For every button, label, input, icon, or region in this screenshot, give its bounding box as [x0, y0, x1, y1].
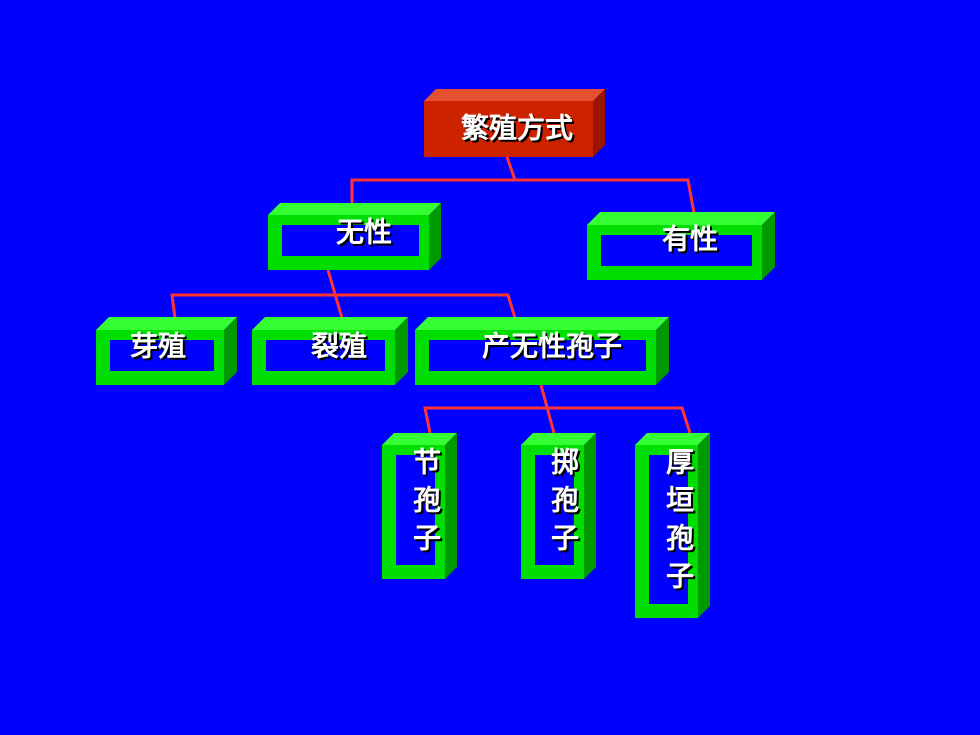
node-frame-inner — [601, 235, 752, 266]
node-frame-top — [252, 317, 408, 330]
node-label-char-shadow: 掷 — [553, 448, 581, 481]
node-label-char: 孢 — [413, 484, 441, 517]
node-frame-side — [445, 433, 457, 579]
node-label-char-shadow: 节 — [415, 448, 443, 481]
node-label-char: 子 — [551, 522, 579, 555]
node-root-top — [424, 89, 605, 101]
connector-root-to-children — [350, 178, 696, 214]
node-frame-inner — [266, 340, 385, 371]
node-label-char: 孢 — [551, 484, 579, 517]
node-label-shadow: 裂殖 — [313, 332, 369, 365]
node-frame-side — [656, 317, 669, 385]
node-frame-inner — [282, 225, 419, 256]
node-label-char: 子 — [666, 560, 694, 593]
node-root-label: 繁殖方式 — [461, 112, 573, 145]
node-frame-side — [762, 212, 775, 280]
node-frame-inner — [396, 455, 435, 565]
node-frame-side — [429, 203, 441, 270]
node-frame-top — [382, 433, 457, 445]
node-frame-side — [395, 317, 408, 385]
node-label: 裂殖 — [311, 330, 367, 363]
node-label-char: 厚 — [666, 446, 694, 479]
node-frame-top — [587, 212, 775, 225]
node-label: 无性 — [336, 216, 392, 249]
node-label-char: 掷 — [551, 446, 579, 479]
node-label-char-shadow: 子 — [415, 524, 443, 557]
node-label-char-shadow: 垣 — [668, 486, 696, 519]
node-root: 繁殖方式 繁殖方式 — [424, 89, 605, 157]
node-label: 芽殖 — [130, 330, 186, 363]
node-label-char: 节 — [413, 446, 441, 479]
connector-asexual-to-children — [170, 293, 517, 319]
node-frame-inner — [429, 340, 646, 371]
node-frame-top — [96, 317, 237, 330]
node-label: 有性 — [662, 223, 718, 256]
node-label-shadow: 芽殖 — [132, 332, 188, 365]
node-root-front — [424, 101, 593, 157]
node-root-label-shadow: 繁殖方式 — [463, 114, 575, 147]
node-frame-side — [224, 317, 237, 385]
node-label: 产无性孢子 — [482, 330, 622, 363]
node-frame-top — [415, 317, 669, 330]
connector-spores-to-children — [423, 406, 692, 434]
node-root-side — [593, 89, 605, 157]
node-label-char: 子 — [413, 522, 441, 555]
node-frame-top — [521, 433, 596, 445]
node-label-char-shadow: 子 — [668, 562, 696, 595]
connector-spores-stem — [539, 384, 556, 434]
connector-lines — [170, 156, 696, 434]
node-frame-top — [268, 203, 441, 215]
node-frame-inner — [649, 455, 688, 604]
node-frame-side — [698, 433, 710, 618]
node-frame-top — [635, 433, 710, 445]
node-label-char: 垣 — [666, 484, 694, 517]
connector-root-stem — [505, 156, 517, 181]
connector-asexual-stem — [326, 269, 344, 319]
node-label-char: 孢 — [666, 522, 694, 555]
node-label-shadow: 产无性孢子 — [484, 332, 624, 365]
node-frame-inner — [535, 455, 574, 565]
node-label-char-shadow: 孢 — [415, 486, 443, 519]
node-label-char-shadow: 厚 — [668, 448, 696, 481]
node-label-shadow: 有性 — [664, 225, 720, 258]
node-frame-side — [584, 433, 596, 579]
node-label-shadow: 无性 — [338, 218, 394, 251]
node-label-char-shadow: 孢 — [553, 486, 581, 519]
node-frame-inner — [110, 340, 214, 371]
node-label-char-shadow: 孢 — [668, 524, 696, 557]
node-label-char-shadow: 子 — [553, 524, 581, 557]
